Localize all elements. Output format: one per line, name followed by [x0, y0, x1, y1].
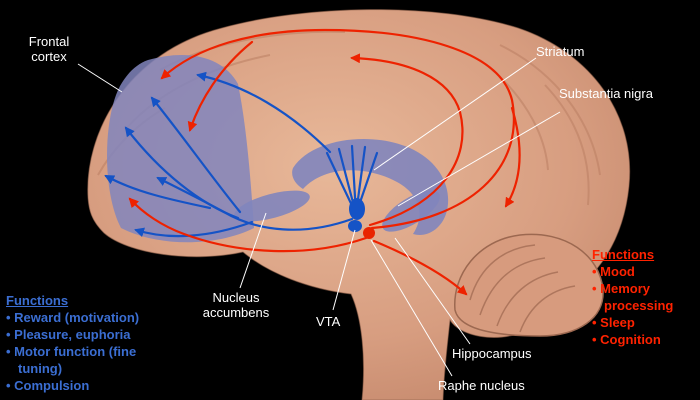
serotonin-functions-title: Functions	[592, 247, 655, 262]
nucleus-accumbens-region	[234, 190, 310, 222]
serotonin-pathways	[128, 28, 521, 296]
list-item: Motor function (fine tuning)	[6, 343, 176, 377]
vta-marker	[349, 198, 365, 220]
dopamine-pathways	[104, 71, 379, 238]
cerebellum-striations	[469, 244, 576, 333]
dopamine-functions-title: Functions	[6, 293, 69, 308]
serotonin-functions-list: Functions Mood Memory processing Sleep C…	[592, 246, 696, 348]
list-item: Compulsion	[6, 377, 176, 394]
hippocampus-label: Hippocampus	[452, 346, 532, 361]
raphe-nucleus-marker	[363, 227, 375, 239]
list-item: Reward (motivation)	[6, 309, 176, 326]
list-item: Pleasure, euphoria	[6, 326, 176, 343]
nucleus-accumbens-label: Nucleus accumbens	[202, 290, 270, 320]
list-item: Cognition	[592, 331, 696, 348]
vta-marker-lower	[348, 220, 362, 232]
list-item: Mood	[592, 263, 696, 280]
frontal-cortex-label: Frontal cortex	[28, 34, 70, 64]
vta-label: VTA	[316, 314, 341, 329]
list-item: Sleep	[592, 314, 696, 331]
striatum-label: Striatum	[536, 44, 585, 59]
frontal-cortex-region	[107, 54, 254, 243]
label-pointer-lines	[77, 57, 561, 377]
raphe-nucleus-label: Raphe nucleus	[438, 378, 525, 393]
list-item: Memory processing	[592, 280, 696, 314]
hippocampus-region	[382, 190, 440, 232]
substantia-nigra-label: Substantia nigra	[559, 86, 653, 101]
dopamine-functions-list: Functions Reward (motivation) Pleasure, …	[6, 292, 176, 394]
